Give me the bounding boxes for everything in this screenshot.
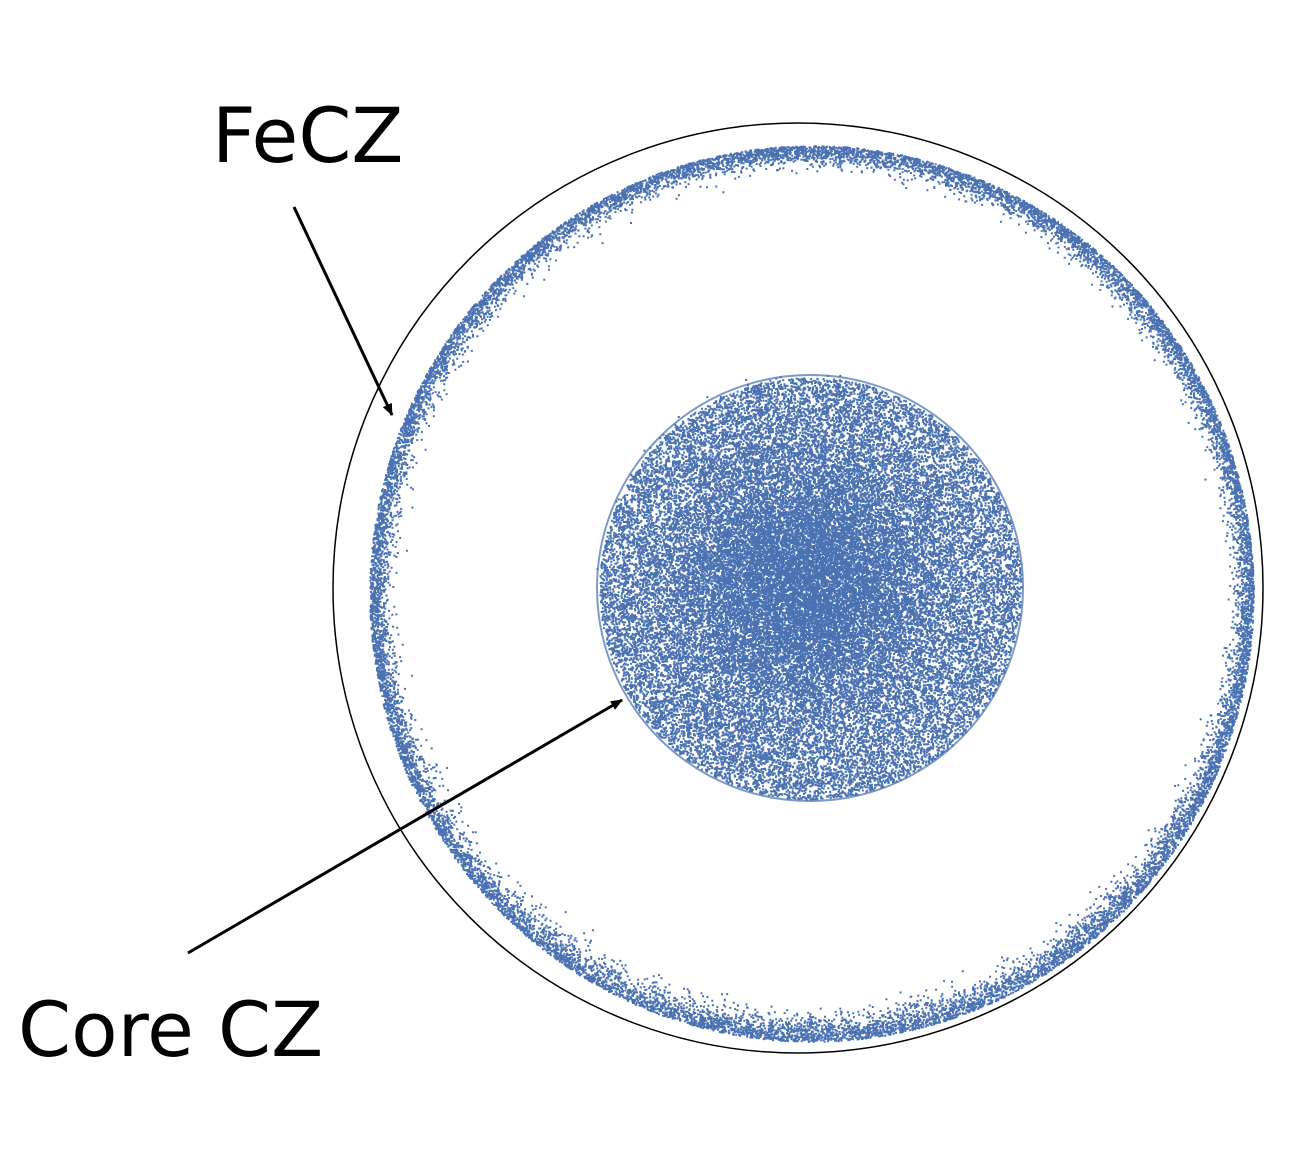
fecz-arrow xyxy=(292,206,394,416)
core-cz-disc xyxy=(596,374,1023,801)
core-cz-dots xyxy=(596,374,1023,801)
core-cz-label: Core CZ xyxy=(18,985,324,1074)
outer-boundary-circle xyxy=(332,122,1264,1054)
core-cz-arrow xyxy=(187,698,623,955)
fecz-label: FeCZ xyxy=(212,91,404,180)
